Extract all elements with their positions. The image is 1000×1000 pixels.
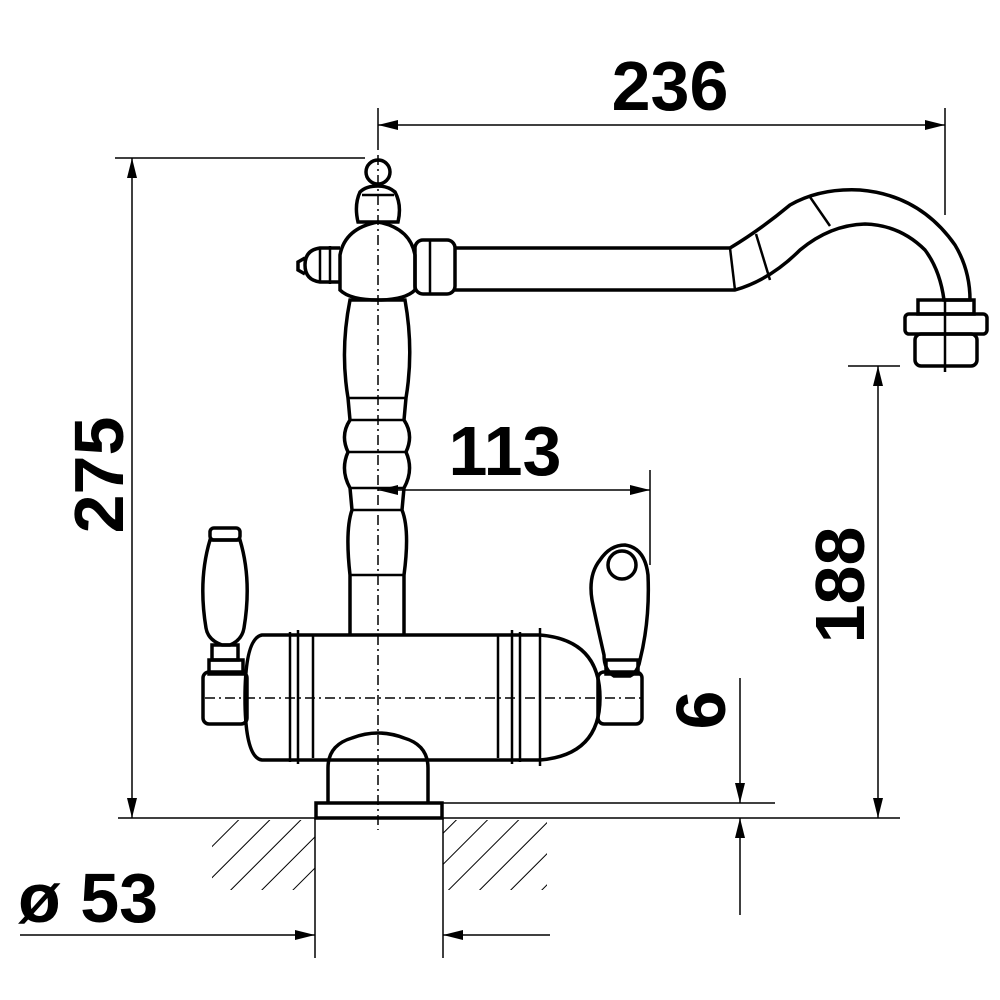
dimension-label-236: 236	[612, 47, 729, 125]
dimension-spout-reach: 236	[377, 47, 946, 215]
dimension-hole-diameter: ø 53	[18, 859, 550, 940]
dimension-label-diameter-53: ø 53	[18, 859, 158, 937]
dimension-label-275: 275	[60, 417, 138, 534]
dimension-label-188: 188	[801, 527, 879, 644]
dimension-base-thickness: 6	[662, 678, 745, 915]
faucet-outline	[201, 158, 989, 820]
countertop-section	[118, 802, 900, 958]
dimension-total-height: 275	[60, 157, 365, 818]
dimension-spout-height: 188	[801, 365, 900, 818]
center-lines	[205, 155, 645, 830]
dimension-label-6: 6	[662, 691, 740, 730]
dimension-lever-reach: 113	[378, 412, 651, 565]
dimension-label-113: 113	[449, 412, 562, 490]
